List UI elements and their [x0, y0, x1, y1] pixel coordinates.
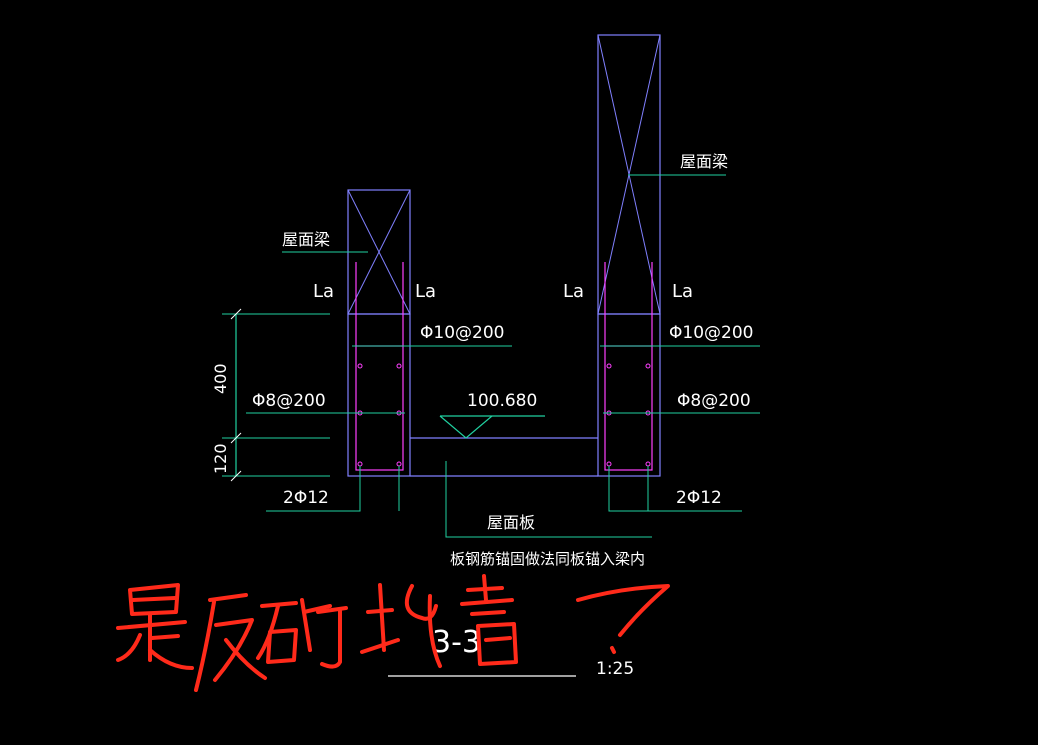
slab-label: 屋面板 — [487, 513, 535, 532]
right-beam — [597, 34, 661, 477]
right-rebar-dot — [606, 461, 612, 467]
la-label-3: La — [563, 281, 584, 302]
right-rebar-dot — [606, 363, 612, 369]
right-rebar-dot — [645, 461, 651, 467]
dim-tick — [230, 470, 242, 482]
la-label-2: La — [415, 281, 436, 302]
leader-slab — [445, 461, 652, 538]
right-beam-lower-box — [597, 313, 661, 477]
left-beam — [347, 189, 411, 477]
hw-char-4 — [360, 574, 518, 668]
elevation-triangle — [439, 415, 493, 439]
left-top-bar-label: Φ10@200 — [420, 323, 504, 343]
right-top-bar-label: Φ10@200 — [669, 323, 753, 343]
right-stirrup-cage — [604, 345, 653, 471]
hw-char-3 — [256, 598, 348, 669]
dim-tick — [230, 308, 242, 320]
leader-right-bottom-bar-b — [608, 466, 648, 512]
roof-slab — [410, 437, 598, 477]
dim-lower-value: 120 — [211, 443, 230, 474]
leader-left-bottom-bar — [266, 466, 361, 512]
right-bottom-bar-label: 2Φ12 — [676, 488, 722, 508]
left-stirrup-label: Φ8@200 — [252, 391, 326, 411]
left-beam-label: 屋面梁 — [282, 230, 330, 249]
labels: 屋面梁 屋面梁 La La La La Φ10@200 Φ10@200 Φ8@2… — [252, 152, 753, 568]
la-label-4: La — [672, 281, 693, 302]
right-rebar-dot — [645, 363, 651, 369]
elevation-value: 100.680 — [467, 391, 537, 411]
left-stirrup-cage — [355, 345, 404, 471]
right-stirrup-label: Φ8@200 — [677, 391, 751, 411]
left-rebar-dot — [396, 461, 402, 467]
handwritten-annotation — [116, 574, 670, 692]
elevation-mark: 100.680 — [439, 391, 545, 439]
left-rebar-dot — [357, 461, 363, 467]
dim-tick — [230, 432, 242, 444]
slab-note: 板钢筋锚固做法同板锚入梁内 — [450, 550, 645, 568]
left-bottom-bar-label: 2Φ12 — [283, 488, 329, 508]
left-rebar-dot — [396, 363, 402, 369]
la-label-1: La — [313, 281, 334, 302]
right-beam-label: 屋面梁 — [680, 152, 728, 171]
leader-lines — [246, 174, 760, 538]
dimension-chain: 400 120 — [211, 308, 330, 482]
left-beam-lower-box — [347, 313, 411, 477]
left-rebar-dot — [357, 363, 363, 369]
dim-upper-value: 400 — [211, 363, 230, 394]
hw-char-1 — [116, 583, 194, 670]
hw-char-2 — [194, 593, 267, 692]
scale-label: 1:25 — [596, 659, 634, 679]
section-label: 3-3 — [432, 625, 481, 660]
section-title: 3-3 1:25 — [388, 625, 634, 679]
hw-char-5 — [576, 584, 670, 654]
left-beam-cross-b — [347, 189, 411, 315]
